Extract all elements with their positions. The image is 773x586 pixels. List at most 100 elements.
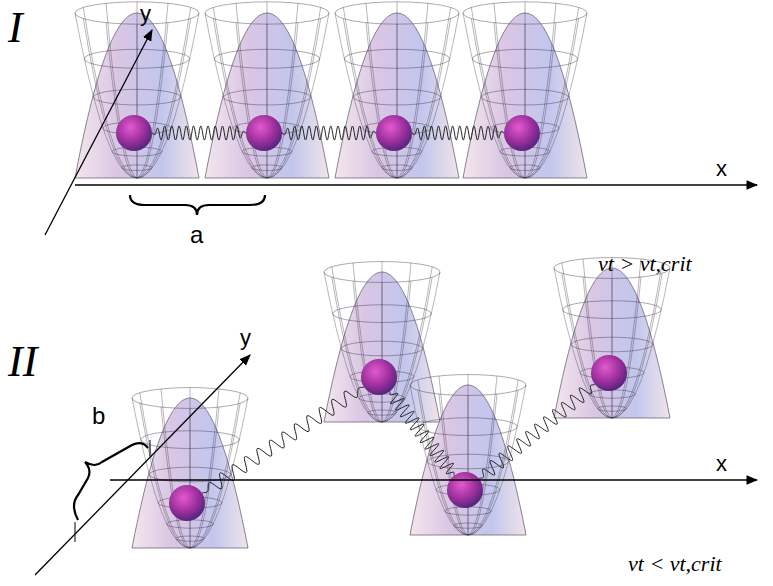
mesh-line <box>83 7 137 178</box>
x-axis <box>75 184 757 185</box>
mesh-line <box>267 23 298 178</box>
mesh-line <box>468 385 526 535</box>
mesh-line <box>267 7 321 178</box>
mesh-line <box>583 259 612 418</box>
mesh-line <box>83 19 137 178</box>
mesh-line <box>471 19 525 178</box>
mesh-line <box>612 263 662 418</box>
mesh-line <box>213 7 267 178</box>
mesh-line <box>468 376 497 535</box>
spring <box>202 387 364 493</box>
mesh-line <box>562 263 612 418</box>
potential-well <box>205 2 329 178</box>
axis-label: x <box>716 452 727 476</box>
condition-label: νt > νt,crit <box>598 252 692 276</box>
mesh-line <box>161 389 190 548</box>
mesh-line <box>190 398 248 548</box>
mesh-line <box>382 272 440 422</box>
spring <box>390 391 454 475</box>
mesh-line <box>132 398 190 548</box>
tick <box>150 440 151 456</box>
mesh-line <box>494 23 525 178</box>
tick <box>75 522 76 542</box>
potential-well <box>463 2 587 178</box>
mesh-line <box>137 3 168 178</box>
spring <box>412 126 504 140</box>
dimension-label: a <box>190 222 203 248</box>
mesh-line <box>366 3 397 178</box>
mesh-line <box>343 19 397 178</box>
axes <box>35 30 757 575</box>
mesh-line <box>137 7 191 178</box>
mesh-line <box>525 23 556 178</box>
condition-label: νt < νt,crit <box>628 552 722 576</box>
mesh-line <box>137 13 199 178</box>
particle <box>116 115 152 151</box>
axis-label: y <box>140 2 151 26</box>
mesh-line <box>353 281 382 422</box>
mesh-line <box>161 407 190 548</box>
axis-label: x <box>716 157 727 181</box>
mesh-line <box>397 3 428 178</box>
mesh-line <box>418 380 468 535</box>
spring <box>479 384 595 478</box>
mesh-line <box>525 2 526 178</box>
mesh-line <box>471 7 525 178</box>
mesh-line <box>236 23 267 178</box>
spring <box>152 126 246 140</box>
brace <box>130 195 265 215</box>
mesh-line <box>612 277 641 418</box>
potential-well <box>410 375 526 535</box>
mesh-line <box>236 3 267 178</box>
mesh-line <box>397 2 398 178</box>
mesh-line <box>382 281 411 422</box>
mesh-line <box>410 385 468 535</box>
mesh-line <box>137 23 168 178</box>
mesh-line <box>106 23 137 178</box>
potential-well <box>554 258 670 418</box>
mesh-line <box>554 268 612 418</box>
mesh-line <box>525 19 579 178</box>
mesh-line <box>612 258 613 418</box>
particle <box>169 485 205 521</box>
mesh-line <box>525 13 587 178</box>
mesh-line <box>494 3 525 178</box>
particle <box>447 472 483 508</box>
mesh-line <box>612 268 670 418</box>
panel-label: II <box>8 338 37 386</box>
particle <box>246 115 282 151</box>
particle <box>361 359 397 395</box>
mesh-line <box>267 2 268 178</box>
mesh-line <box>190 407 219 548</box>
y-axis <box>35 355 250 575</box>
mesh-line <box>106 3 137 178</box>
mesh-line <box>397 19 451 178</box>
mesh-line <box>213 19 267 178</box>
dimension-label: b <box>92 403 105 429</box>
mesh-line <box>382 263 411 422</box>
mesh-line <box>140 393 190 548</box>
springs <box>152 126 595 493</box>
mesh-line <box>335 13 397 178</box>
mesh-line <box>332 267 382 422</box>
mesh-line <box>267 3 298 178</box>
mesh-line <box>353 263 382 422</box>
panel-label: I <box>8 4 23 52</box>
mesh-line <box>343 7 397 178</box>
mesh-line <box>463 13 525 178</box>
mesh-line <box>468 375 469 535</box>
potential-well <box>132 388 248 548</box>
particle <box>591 355 627 391</box>
particle <box>504 115 540 151</box>
mesh-line <box>583 277 612 418</box>
mesh-line <box>525 3 556 178</box>
mesh-line <box>382 262 383 422</box>
potential-well <box>75 2 199 178</box>
mesh-line <box>468 380 518 535</box>
potential-wells <box>75 2 670 548</box>
potential-well <box>335 2 459 178</box>
axis-label: y <box>240 326 251 350</box>
mesh-line <box>366 23 397 178</box>
mesh-line <box>612 259 641 418</box>
